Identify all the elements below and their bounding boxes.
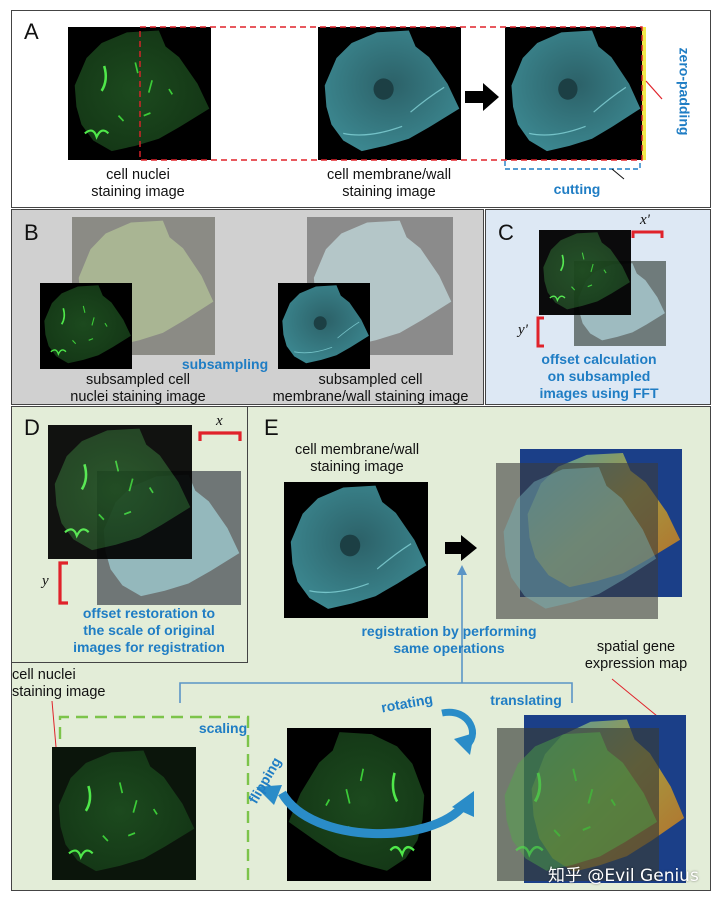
subsampled-nuclei-image [40,283,132,369]
panel-c-letter: C [498,220,514,245]
zero-padding-label: zero-padding [676,47,693,136]
scaling-label: scaling [198,720,248,736]
cutting-label: cutting [553,181,601,197]
flip-arrow [256,785,474,839]
x-label: x [216,413,223,429]
translating-label: translating [490,692,562,708]
restored-brackets [58,431,242,605]
y-label: y [42,573,49,589]
x-prime-label: x' [640,212,650,228]
subsampled-membrane-image [278,283,370,369]
cut-padded-membrane-image [505,27,642,160]
translated-nuclei-overlay [497,728,659,881]
watermark: 知乎 @Evil Genius [548,866,699,886]
y-prime-label: y' [518,322,528,338]
panel-d-letter: D [24,415,40,440]
rotate-arrow [441,708,476,755]
offset-nuclei-image [539,230,631,315]
panel-e-letter: E [264,415,279,440]
restored-nuclei-image [48,425,192,559]
scaling-dashed-frame [58,715,250,883]
subsampling-label: subsampling [181,356,269,372]
panel-a-letter: A [24,19,39,44]
flipped-nuclei-image [287,728,431,881]
scaled-nuclei-image [52,747,196,880]
e-arrow [445,535,477,561]
panel-b-letter: B [24,220,39,245]
e-membrane-image [284,482,428,618]
panel-a-arrow [465,83,499,111]
zero-padding-strip [642,27,646,160]
dashed-guides [139,26,663,180]
offset-brackets [536,230,664,348]
registered-membrane-overlay [496,463,658,619]
membrane-staining-image [318,27,461,160]
